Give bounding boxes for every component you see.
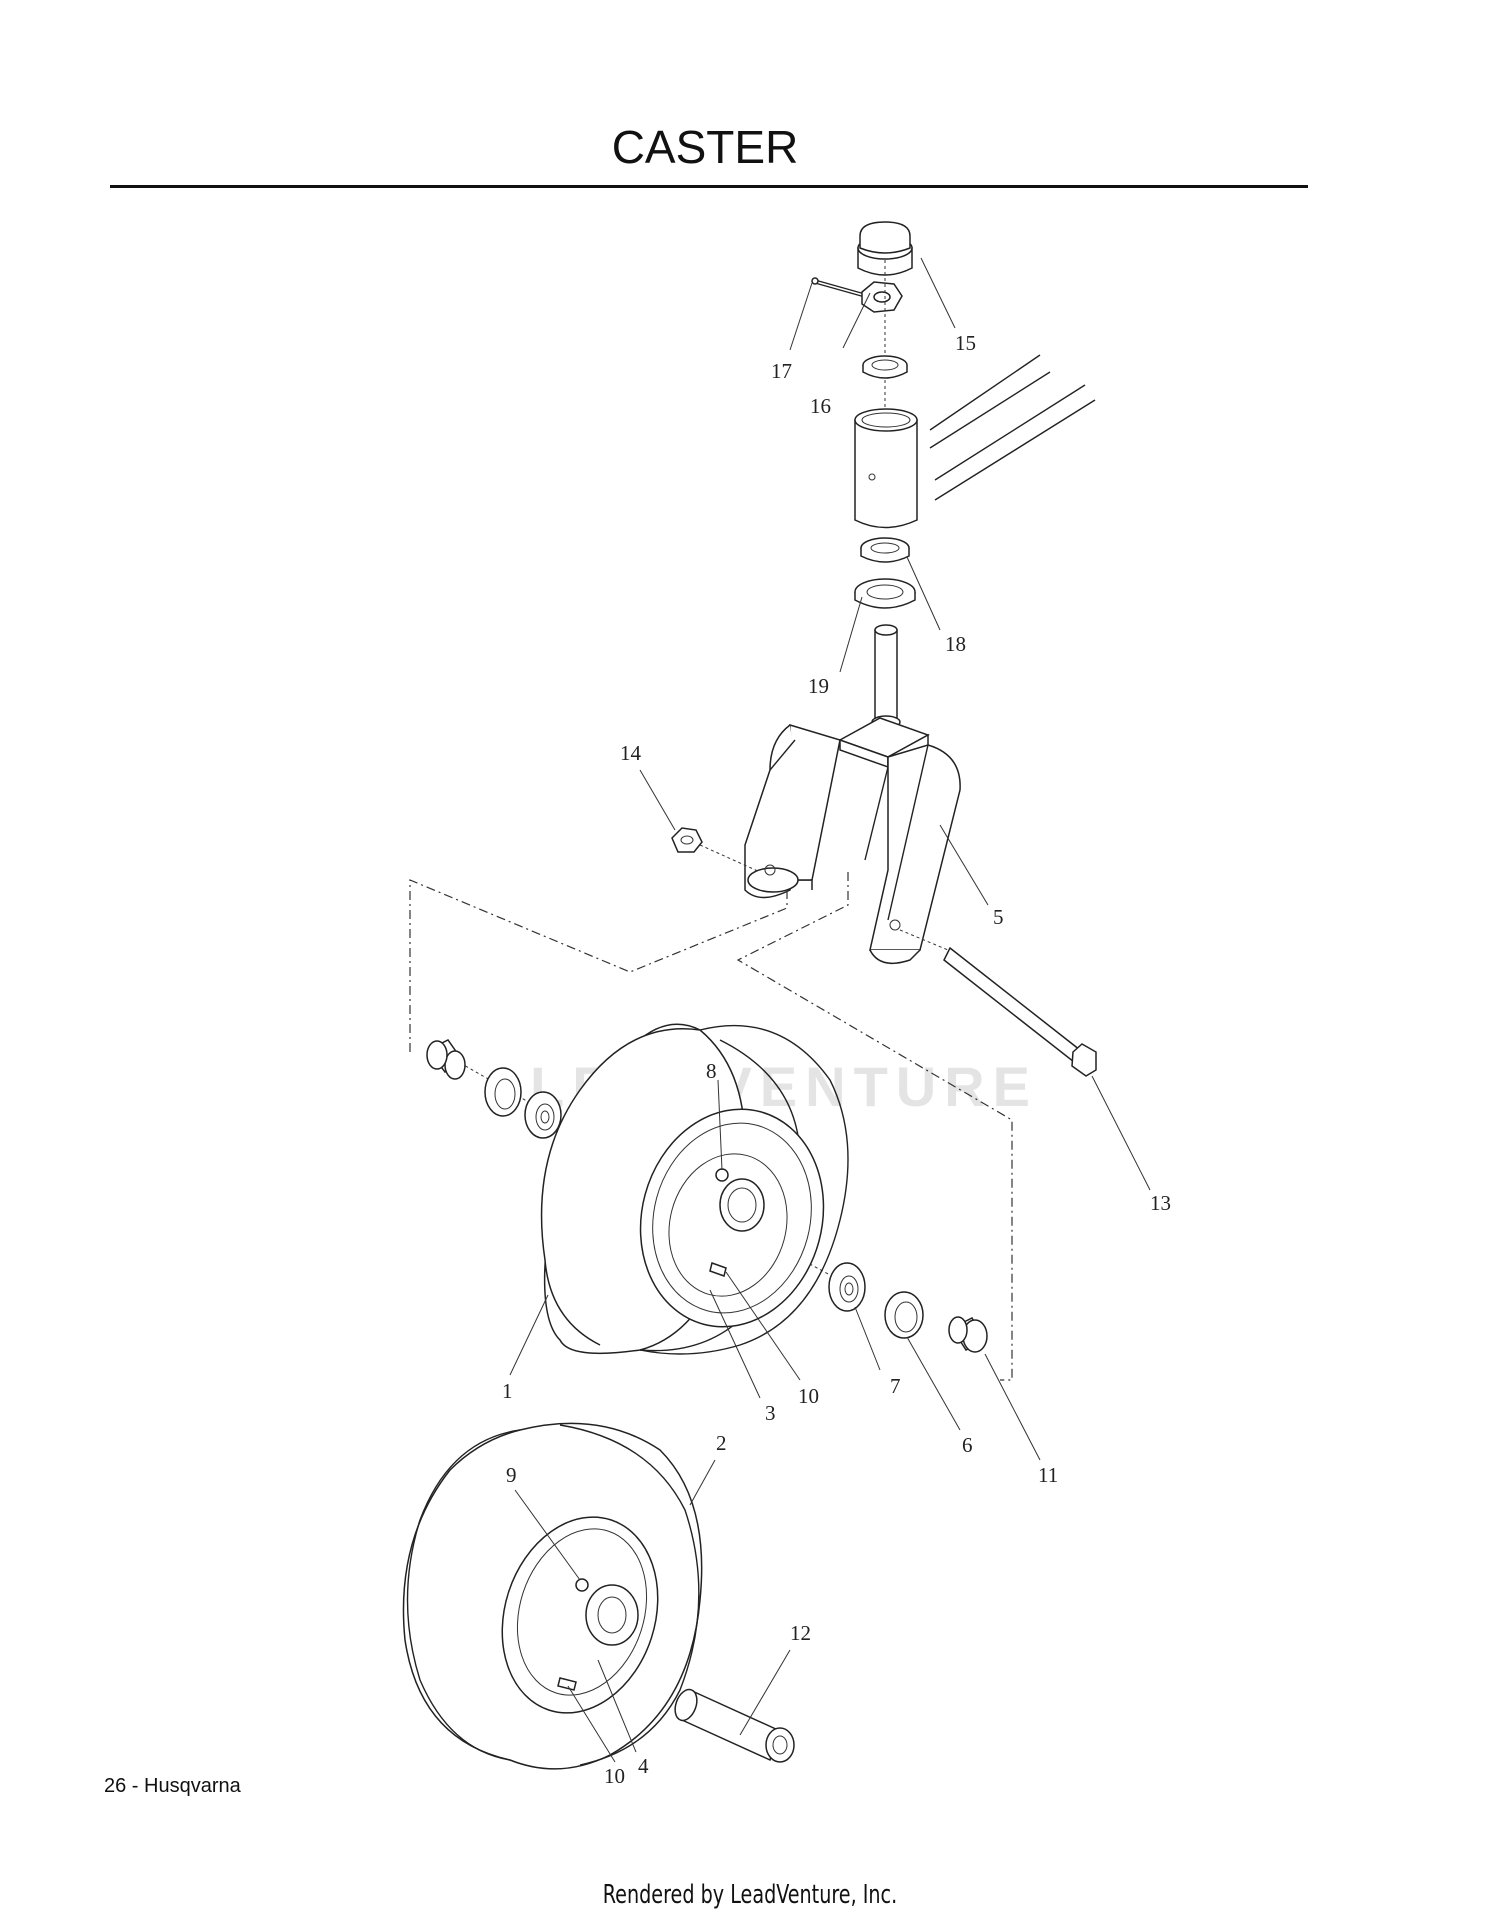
callout-18: 18 <box>945 632 966 656</box>
left-bearing <box>524 1091 562 1139</box>
right-seal <box>884 1291 924 1339</box>
callout-15: 15 <box>955 331 976 355</box>
leader-lines <box>509 257 1151 1763</box>
page-footer-label: 26 - Husqvarna <box>104 1775 241 1797</box>
right-bearing <box>828 1262 866 1312</box>
left-seal <box>484 1067 522 1117</box>
callout-16: 16 <box>810 394 831 418</box>
callout-12: 12 <box>790 1621 811 1645</box>
callout-1: 1 <box>502 1379 513 1403</box>
callout-9: 9 <box>506 1463 517 1487</box>
right-spacer <box>948 1316 988 1353</box>
part-14-nut <box>671 827 761 873</box>
callout-5: 5 <box>993 905 1004 929</box>
callout-10a: 10 <box>798 1384 819 1408</box>
callout-17: 17 <box>771 359 792 383</box>
upper-race <box>862 355 908 379</box>
page-title: CASTER <box>611 121 799 173</box>
callout-3: 3 <box>765 1401 776 1425</box>
callout-19: 19 <box>808 674 829 698</box>
callout-7: 7 <box>890 1374 901 1398</box>
callout-8: 8 <box>706 1059 717 1083</box>
part-1-tire-assembly <box>540 1023 849 1355</box>
callout-4: 4 <box>638 1754 649 1778</box>
part-18-lower-race <box>860 537 910 563</box>
frame-tube <box>854 354 1096 529</box>
callout-10b: 10 <box>604 1764 625 1788</box>
callouts: 15 16 17 18 19 14 5 13 8 1 3 10 7 6 11 2… <box>502 331 1171 1788</box>
part-2-tire-assembly <box>402 1422 703 1770</box>
part-16-castle-nut <box>861 281 903 313</box>
left-spacer <box>426 1039 466 1080</box>
part-12-axle-tube <box>674 1688 795 1763</box>
callout-13: 13 <box>1150 1191 1171 1215</box>
callout-14: 14 <box>620 741 642 765</box>
title-rule <box>110 185 1308 188</box>
render-credit: Rendered by LeadVenture, Inc. <box>602 1880 898 1910</box>
callout-11: 11 <box>1038 1463 1058 1487</box>
callout-2: 2 <box>716 1431 727 1455</box>
callout-6: 6 <box>962 1433 973 1457</box>
part-5-caster-fork <box>744 624 961 965</box>
part-13-bolt <box>899 929 1097 1077</box>
part-19-bearing <box>854 578 916 609</box>
